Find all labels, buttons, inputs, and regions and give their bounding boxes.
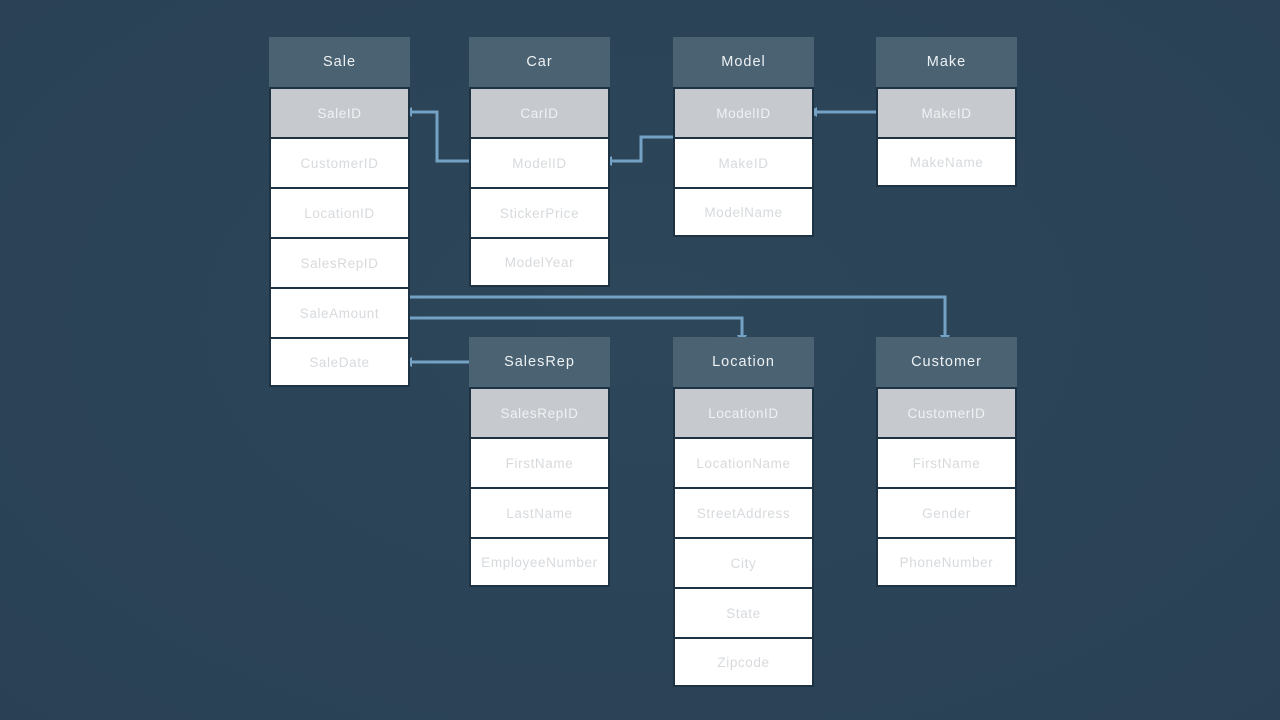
- field-city[interactable]: City: [673, 537, 814, 587]
- table-title-car: Car: [469, 37, 610, 87]
- relationship-line: [410, 316, 744, 337]
- field-saleamount[interactable]: SaleAmount: [269, 287, 410, 337]
- field-saledate[interactable]: SaleDate: [269, 337, 410, 387]
- field-phonenumber[interactable]: PhoneNumber: [876, 537, 1017, 587]
- table-title-sale: Sale: [269, 37, 410, 87]
- field-gender[interactable]: Gender: [876, 487, 1017, 537]
- field-modelid[interactable]: ModelID: [469, 137, 610, 187]
- field-zipcode[interactable]: Zipcode: [673, 637, 814, 687]
- field-locationname[interactable]: LocationName: [673, 437, 814, 487]
- field-state[interactable]: State: [673, 587, 814, 637]
- table-title-make: Make: [876, 37, 1017, 87]
- field-makename[interactable]: MakeName: [876, 137, 1017, 187]
- primary-key-field-modelid[interactable]: ModelID: [673, 87, 814, 137]
- primary-key-field-locationid[interactable]: LocationID: [673, 387, 814, 437]
- table-title-customer: Customer: [876, 337, 1017, 387]
- field-modelname[interactable]: ModelName: [673, 187, 814, 237]
- primary-key-field-salesrepid[interactable]: SalesRepID: [469, 387, 610, 437]
- field-customerid[interactable]: CustomerID: [269, 137, 410, 187]
- relationship-line: [410, 295, 947, 337]
- relationship-line: [610, 135, 674, 163]
- table-title-salesrep: SalesRep: [469, 337, 610, 387]
- field-modelyear[interactable]: ModelYear: [469, 237, 610, 287]
- field-stickerprice[interactable]: StickerPrice: [469, 187, 610, 237]
- primary-key-field-carid[interactable]: CarID: [469, 87, 610, 137]
- field-lastname[interactable]: LastName: [469, 487, 610, 537]
- field-streetaddress[interactable]: StreetAddress: [673, 487, 814, 537]
- field-firstname[interactable]: FirstName: [876, 437, 1017, 487]
- field-locationid[interactable]: LocationID: [269, 187, 410, 237]
- table-title-location: Location: [673, 337, 814, 387]
- primary-key-field-customerid[interactable]: CustomerID: [876, 387, 1017, 437]
- field-firstname[interactable]: FirstName: [469, 437, 610, 487]
- field-makeid[interactable]: MakeID: [673, 137, 814, 187]
- primary-key-field-makeid[interactable]: MakeID: [876, 87, 1017, 137]
- field-employeenumber[interactable]: EmployeeNumber: [469, 537, 610, 587]
- relationship-line: [410, 110, 470, 163]
- primary-key-field-saleid[interactable]: SaleID: [269, 87, 410, 137]
- table-title-model: Model: [673, 37, 814, 87]
- field-salesrepid[interactable]: SalesRepID: [269, 237, 410, 287]
